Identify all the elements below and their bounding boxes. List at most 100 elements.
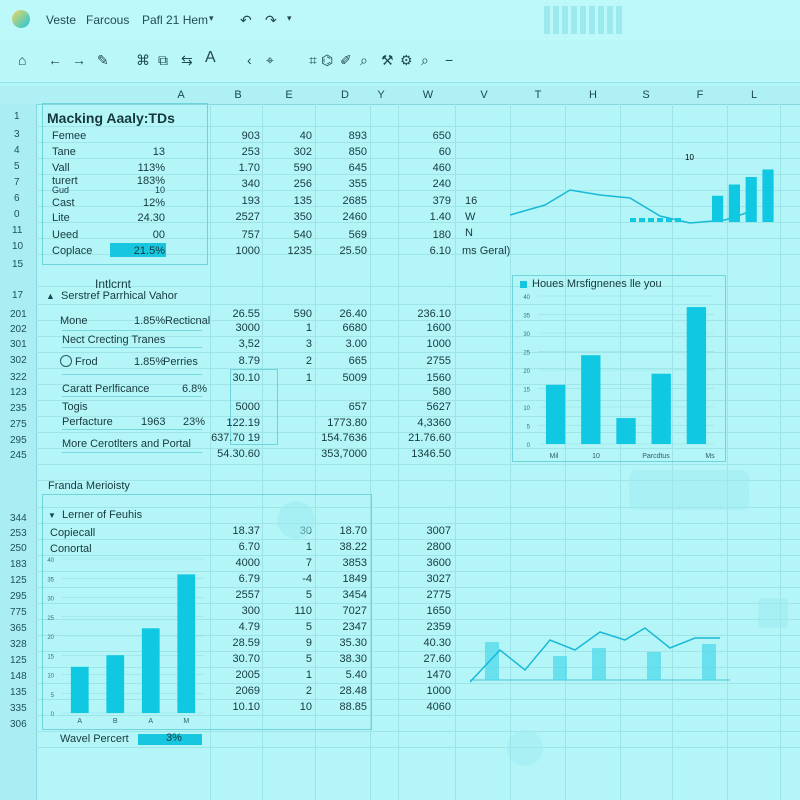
row-275[interactable]: 275	[10, 419, 27, 430]
row-123[interactable]: 123	[10, 387, 27, 398]
b3-e-11[interactable]: 10	[299, 701, 312, 713]
search-icon-2[interactable]: ⌕	[421, 52, 429, 68]
row-235[interactable]: 235	[10, 403, 27, 414]
b2-d-7[interactable]: 1773.80	[327, 417, 367, 429]
row-335[interactable]: 335	[10, 703, 27, 714]
b3-b-2[interactable]: 4000	[235, 557, 260, 569]
b2-b-8[interactable]: 637.70 19	[211, 432, 260, 444]
bar-4[interactable]	[686, 307, 707, 444]
b2-e-4[interactable]: 1	[305, 372, 312, 384]
b2-w-2[interactable]: 1000	[426, 338, 451, 350]
cell-b-5[interactable]: 193	[241, 195, 260, 207]
cell-w-1[interactable]: 60	[438, 146, 451, 158]
b2-d-1[interactable]: 6680	[342, 322, 367, 334]
pin-icon[interactable]: ⌖	[266, 52, 274, 68]
column-w[interactable]: W	[422, 89, 434, 101]
b3-e-5[interactable]: 110	[294, 605, 312, 617]
b3-d-10[interactable]: 28.48	[339, 685, 367, 697]
column-t[interactable]: T	[534, 89, 542, 101]
undo-icon[interactable]: ↶	[240, 12, 252, 28]
b2-b-9[interactable]: 54.30.60	[217, 448, 260, 460]
row-125b[interactable]: 125	[10, 655, 27, 666]
mini-bar-0[interactable]	[712, 195, 724, 222]
home-icon[interactable]: ⌂	[18, 52, 27, 68]
brush-icon[interactable]: ✐	[340, 52, 352, 68]
b2-b-7[interactable]: 122.19	[226, 417, 260, 429]
cell-e-2[interactable]: 590	[293, 162, 312, 174]
b3-e-6[interactable]: 5	[305, 621, 312, 633]
cell-w-6[interactable]: 1.40	[429, 211, 451, 223]
b2-w-9[interactable]: 1346.50	[411, 448, 451, 460]
column-d[interactable]: D	[341, 89, 349, 101]
b3-b-1[interactable]: 6.70	[238, 541, 260, 553]
cell-e-0[interactable]: 40	[299, 130, 312, 142]
b3-w-1[interactable]: 2800	[426, 541, 451, 553]
combo-bar-3[interactable]	[647, 652, 661, 680]
row-201[interactable]: 201	[10, 309, 27, 320]
b3-b-0[interactable]: 18.37	[232, 525, 260, 537]
b2-b-6[interactable]: 5000	[235, 401, 260, 413]
row-183[interactable]: 183	[10, 559, 27, 570]
b3-w-10[interactable]: 1000	[426, 685, 451, 697]
search-icon[interactable]: ⌕	[360, 52, 368, 68]
b3-b-5[interactable]: 300	[241, 605, 260, 617]
b3-w-4[interactable]: 2775	[426, 589, 451, 601]
b3-e-9[interactable]: 1	[305, 669, 312, 681]
b3-d-3[interactable]: 1849	[342, 573, 367, 585]
row-253[interactable]: 253	[10, 528, 27, 539]
cell-e-7[interactable]: 540	[293, 229, 312, 241]
row-1[interactable]: 1	[14, 111, 20, 122]
dropdown-icon-2[interactable]: ▾	[287, 13, 292, 23]
b3-b-8[interactable]: 30.70	[232, 653, 260, 665]
combo-bar-2[interactable]	[592, 648, 606, 680]
b3-d-5[interactable]: 7027	[342, 605, 367, 617]
column-s[interactable]: S	[642, 89, 650, 101]
cell-d-3[interactable]: 355	[348, 178, 367, 190]
b2-d-3[interactable]: 665	[348, 355, 367, 367]
b3-w-3[interactable]: 3027	[426, 573, 451, 585]
back-icon[interactable]: ←	[48, 52, 62, 68]
file-name[interactable]: Veste	[46, 13, 77, 27]
row-17[interactable]: 17	[12, 290, 24, 301]
cell-b-8[interactable]: 1000	[235, 245, 260, 257]
column-v[interactable]: V	[480, 89, 488, 101]
cell-d-7[interactable]: 569	[348, 229, 367, 241]
row-295b[interactable]: 295	[10, 591, 27, 602]
b3-w-11[interactable]: 4060	[426, 701, 451, 713]
b3-d-0[interactable]: 18.70	[339, 525, 367, 537]
b3-e-1[interactable]: 1	[305, 541, 312, 553]
combo-bar-4[interactable]	[702, 644, 716, 680]
b2-e-2[interactable]: 3	[305, 338, 312, 350]
row-15[interactable]: 15	[12, 259, 24, 270]
b3-w-6[interactable]: 2359	[426, 621, 451, 633]
b2-w-4[interactable]: 1560	[426, 372, 451, 384]
b3-d-1[interactable]: 38.22	[339, 541, 367, 553]
menu-pafl[interactable]: Pafl 21 Hem	[142, 13, 209, 27]
refresh-icon[interactable]	[60, 355, 72, 367]
b2-b-0[interactable]: 26.55	[232, 308, 260, 320]
row-11[interactable]: 11	[12, 225, 23, 236]
b2-w-1[interactable]: 1600	[426, 322, 451, 334]
combo-bar-0[interactable]	[485, 642, 499, 680]
b3-d-8[interactable]: 38.30	[339, 653, 367, 665]
column-b[interactable]: B	[234, 89, 242, 101]
format-icon[interactable]: ⌘	[136, 52, 150, 68]
b2-e-0[interactable]: 590	[293, 308, 312, 320]
b3-b-9[interactable]: 2005	[235, 669, 260, 681]
column-f[interactable]: F	[696, 89, 704, 101]
merge-icon[interactable]: ⌗	[309, 52, 317, 68]
cell-b-0[interactable]: 903	[241, 130, 260, 142]
combo-bar-1[interactable]	[553, 656, 567, 680]
row-344[interactable]: 344	[10, 513, 27, 524]
cell-e-6[interactable]: 350	[293, 211, 312, 223]
column-h[interactable]: H	[589, 89, 597, 101]
b3-e-3[interactable]: -4	[302, 573, 312, 585]
row-250[interactable]: 250	[10, 543, 27, 554]
b2-d-4[interactable]: 5009	[342, 372, 367, 384]
b3-e-7[interactable]: 9	[305, 637, 312, 649]
b3-w-5[interactable]: 1650	[426, 605, 451, 617]
cell-b-1[interactable]: 253	[241, 146, 260, 158]
row-775[interactable]: 775	[10, 607, 27, 618]
cell-d-1[interactable]: 850	[348, 146, 367, 158]
b2-d-6[interactable]: 657	[348, 401, 367, 413]
